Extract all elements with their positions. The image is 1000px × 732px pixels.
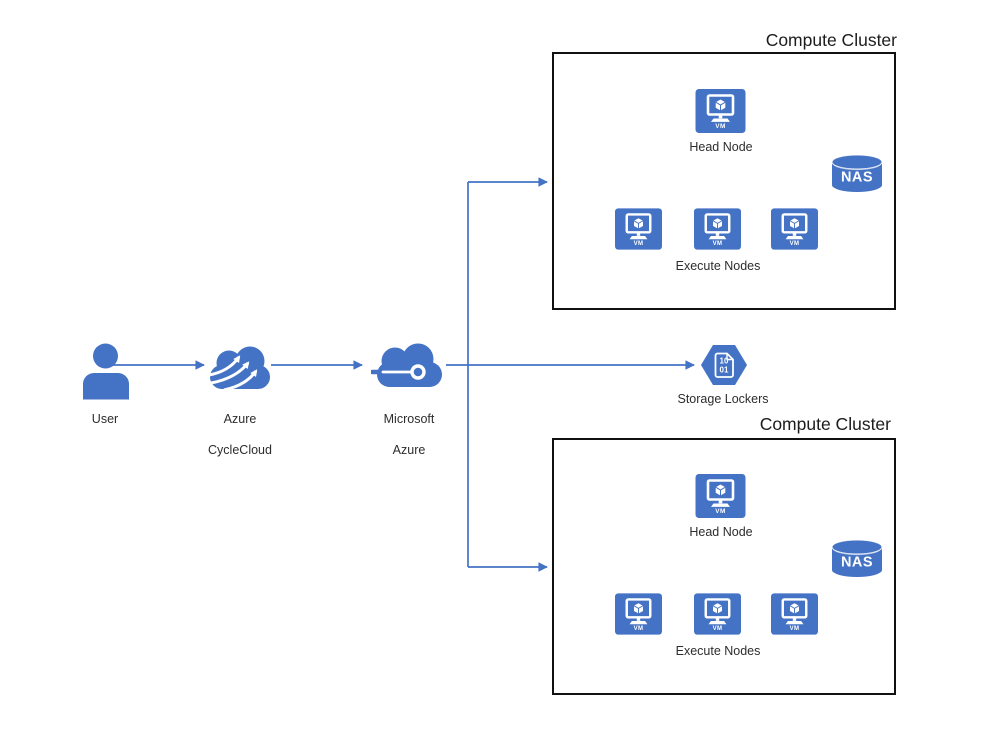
compute-cluster-title-bottom: Compute Cluster bbox=[759, 414, 891, 434]
svg-text:VM: VM bbox=[634, 626, 644, 632]
nas-icon-bottom: NAS bbox=[831, 539, 883, 578]
microsoft-azure-label: Microsoft Azure bbox=[383, 411, 435, 457]
execute-node-vm-icon: VM bbox=[615, 593, 662, 635]
svg-text:NAS: NAS bbox=[841, 170, 873, 186]
storage-doc-line2: 01 bbox=[720, 366, 729, 375]
svg-text:VM: VM bbox=[790, 626, 800, 632]
svg-text:VM: VM bbox=[715, 123, 725, 130]
storage-doc-line1: 10 bbox=[720, 357, 729, 366]
execute-node-vm-icon: VM bbox=[771, 208, 818, 250]
storage-lockers-icon: 10 01 bbox=[701, 345, 747, 385]
svg-text:VM: VM bbox=[713, 241, 723, 247]
azure-cyclecloud-label: Azure CycleCloud bbox=[208, 411, 272, 457]
user-icon bbox=[83, 343, 129, 400]
compute-cluster-title-top: Compute Cluster bbox=[765, 30, 897, 50]
execute-node-vm-icon: VM bbox=[615, 208, 662, 250]
svg-text:VM: VM bbox=[713, 626, 723, 632]
azure-cyclecloud-icon bbox=[209, 346, 270, 390]
svg-text:NAS: NAS bbox=[841, 555, 873, 571]
execute-nodes-label-bottom: Execute Nodes bbox=[675, 644, 761, 658]
compute-cluster-box-bottom bbox=[552, 438, 896, 695]
head-node-vm-icon: VM bbox=[695, 89, 746, 133]
head-node-label-bottom: Head Node bbox=[689, 525, 753, 539]
nas-icon-top: NAS bbox=[831, 154, 883, 193]
svg-text:VM: VM bbox=[715, 508, 725, 515]
storage-lockers-label: Storage Lockers bbox=[677, 392, 769, 406]
execute-node-vm-icon: VM bbox=[694, 593, 741, 635]
compute-cluster-box-top bbox=[552, 52, 896, 310]
execute-node-vm-icon: VM bbox=[771, 593, 818, 635]
execute-node-vm-icon: VM bbox=[694, 208, 741, 250]
svg-text:VM: VM bbox=[790, 241, 800, 247]
head-node-label-top: Head Node bbox=[689, 140, 753, 154]
user-label: User bbox=[91, 412, 119, 426]
svg-text:VM: VM bbox=[634, 241, 644, 247]
microsoft-azure-icon bbox=[371, 343, 442, 387]
execute-nodes-label-top: Execute Nodes bbox=[675, 259, 761, 273]
head-node-vm-icon: VM bbox=[695, 474, 746, 518]
